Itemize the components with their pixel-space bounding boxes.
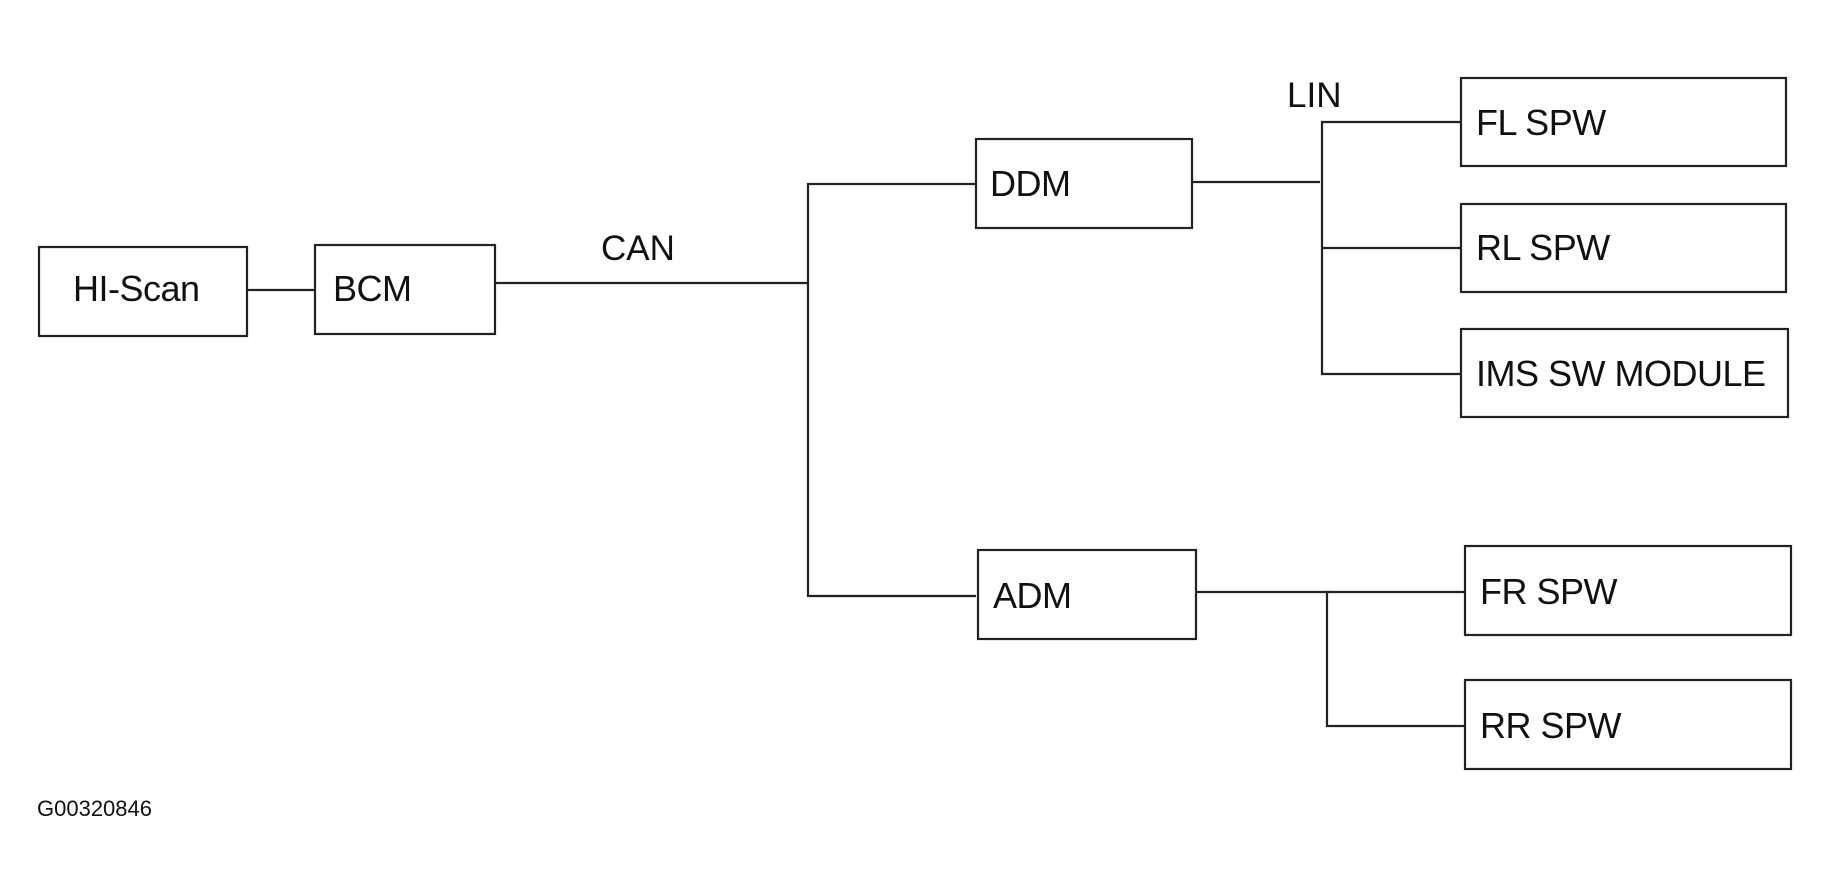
node-adm-label: ADM — [993, 575, 1072, 616]
figure-code: G00320846 — [37, 796, 152, 821]
node-rr-spw: RR SPW — [1463, 678, 1793, 771]
can-bus-label: CAN — [601, 229, 675, 268]
node-fl-spw-label: FL SPW — [1476, 102, 1606, 143]
node-bcm: BCM — [313, 243, 497, 336]
lin-bus-label: LIN — [1287, 76, 1341, 115]
node-rl-spw: RL SPW — [1459, 202, 1788, 294]
node-fl-spw: FL SPW — [1459, 76, 1788, 168]
wire-adm-trunk — [1325, 590, 1465, 728]
wire-can-trunk — [806, 182, 976, 598]
node-hi-scan-label: HI-Scan — [73, 268, 200, 309]
node-hi-scan: HI-Scan — [37, 245, 249, 338]
node-fr-spw-label: FR SPW — [1480, 571, 1618, 612]
node-ddm: DDM — [974, 137, 1194, 230]
wires — [247, 120, 1465, 728]
node-fr-spw: FR SPW — [1463, 544, 1793, 637]
node-ims-sw-module: IMS SW MODULE — [1459, 327, 1790, 419]
node-ddm-label: DDM — [990, 163, 1070, 204]
node-rr-spw-label: RR SPW — [1480, 705, 1622, 746]
node-rl-spw-label: RL SPW — [1476, 227, 1610, 268]
node-ims-sw-module-label: IMS SW MODULE — [1476, 353, 1766, 394]
node-adm: ADM — [976, 548, 1198, 641]
node-bcm-label: BCM — [333, 268, 412, 309]
